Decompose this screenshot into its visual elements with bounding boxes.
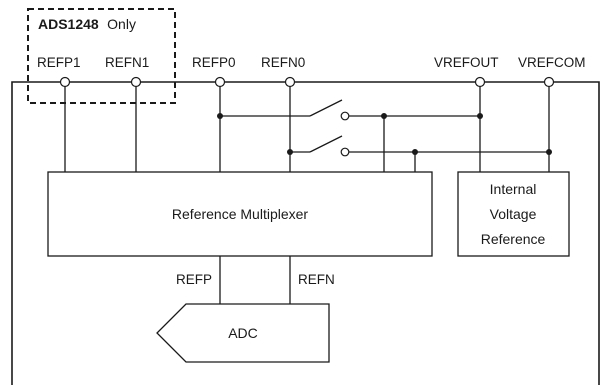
pin-refn0	[284, 76, 296, 88]
reference-multiplexer-label: Reference Multiplexer	[172, 206, 309, 222]
ads1248-model: ADS1248	[38, 16, 99, 32]
reference-multiplexer-block	[47, 171, 433, 257]
signal-label-refn: REFN	[298, 272, 335, 287]
internal-voltage-reference-line2: Voltage	[490, 206, 537, 222]
signal-label-refp: REFP	[176, 272, 212, 287]
internal-voltage-reference-line1: Internal	[490, 181, 537, 197]
junction-lower-tap	[412, 149, 418, 155]
junction-refp0	[217, 113, 223, 119]
pin-vrefcom	[543, 76, 555, 88]
switch-lower-blade	[309, 135, 343, 153]
switch-upper-blade	[309, 99, 343, 117]
pin-label-refp1: REFP1	[37, 55, 81, 70]
pin-label-refn1: REFN1	[105, 55, 149, 70]
ads1248-only-label: ADS1248 Only	[38, 16, 136, 33]
pin-label-refn0: REFN0	[261, 55, 305, 70]
ads1248-only-suffix: Only	[107, 16, 136, 32]
adc-block	[156, 303, 330, 363]
pin-refp0	[214, 76, 226, 88]
internal-voltage-reference-block	[457, 171, 570, 257]
pin-refn1	[130, 76, 142, 88]
pin-label-vrefout: VREFOUT	[434, 55, 499, 70]
junction-upper-tap	[381, 113, 387, 119]
junction-vrefcom	[546, 149, 552, 155]
pin-vrefout	[474, 76, 486, 88]
junction-vrefout	[477, 113, 483, 119]
adc-label: ADC	[228, 325, 258, 341]
pin-label-refp0: REFP0	[192, 55, 236, 70]
pin-refp1	[59, 76, 71, 88]
pin-label-vrefcom: VREFCOM	[518, 55, 586, 70]
junction-refn0	[287, 149, 293, 155]
switch-lower-contact	[340, 147, 350, 157]
internal-voltage-reference-line3: Reference	[481, 231, 546, 247]
ads1248-only-region	[27, 8, 176, 104]
switch-upper-contact	[340, 111, 350, 121]
device-outline	[11, 81, 600, 385]
